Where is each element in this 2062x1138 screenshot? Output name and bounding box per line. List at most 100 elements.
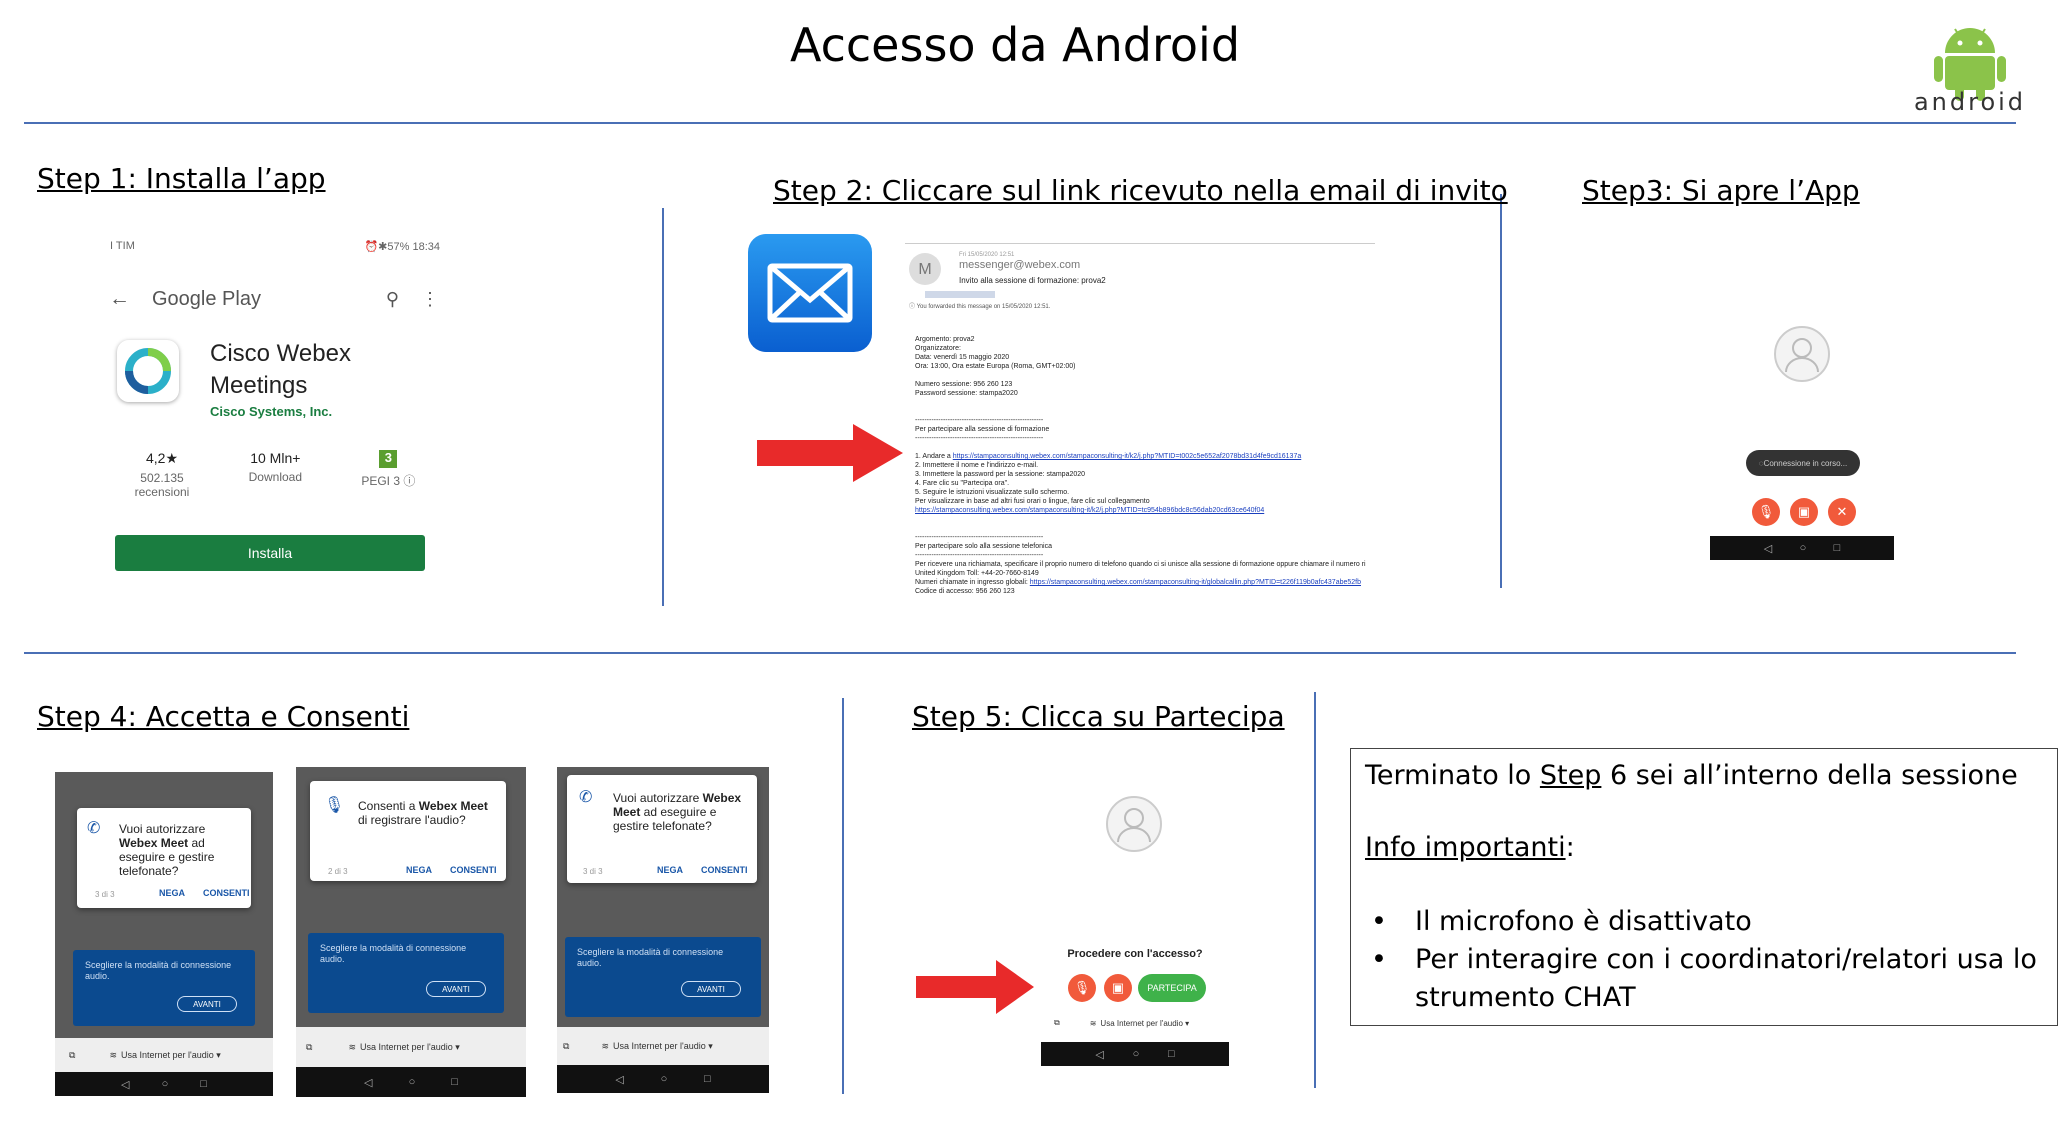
- app-name: Cisco Webex Meetings: [210, 340, 351, 399]
- more-vert-icon[interactable]: ⋮: [421, 288, 439, 309]
- next-button-2[interactable]: AVANTI: [426, 981, 486, 997]
- video-toggle-button[interactable]: ▣: [1790, 498, 1818, 526]
- email-line: Ora: 13:00, Ora estate Europa (Roma, GMT…: [915, 363, 1076, 370]
- info-bullets: Il microfono è disattivato Per interagir…: [1365, 903, 2043, 1017]
- permission-screen-2: 🎙 Consenti a Webex Meet di registrare l'…: [296, 767, 526, 1097]
- heading-text: Info importanti: [1365, 832, 1566, 863]
- search-icon[interactable]: ⚲: [385, 288, 399, 309]
- email-line: Per partecipare solo alla sessione telef…: [915, 543, 1052, 550]
- phone-icon: ✆: [579, 789, 593, 806]
- nav-home-icon[interactable]: ○: [161, 1078, 169, 1090]
- next-button-1[interactable]: AVANTI: [177, 996, 237, 1012]
- cast-icon: ⧉: [563, 1040, 570, 1051]
- mic-icon: 🎙: [324, 797, 345, 814]
- nav-back-icon[interactable]: ◁: [1763, 542, 1773, 555]
- email-toolbar-line: [905, 243, 1375, 244]
- email-line: [915, 596, 1375, 605]
- cast-icon: ⧉: [69, 1049, 76, 1060]
- pegi-badge: 3: [379, 450, 398, 468]
- nav-back-icon[interactable]: ◁: [615, 1073, 624, 1086]
- audio-option-2: Usa Internet per l'audio ▾: [359, 1041, 460, 1052]
- stat-downloads: 10 Mln+ Download: [249, 450, 302, 499]
- email-line: 3. Immettere la password per la sessione…: [915, 471, 1086, 478]
- email-line: Numeri chiamate in ingresso globali: htt…: [915, 579, 1361, 586]
- google-play-screen: I TIM ⏰✱57% 18:34 ← Google Play ⚲ ⋮ Cisc…: [105, 240, 445, 580]
- permission-dialog-1: ✆ Vuoi autorizzare Webex Meet ad eseguir…: [77, 808, 251, 908]
- step4-title: Step 4: Accetta e Consenti: [37, 700, 410, 733]
- permission-screen-3: ✆ Vuoi autorizzare Webex Meet ad eseguir…: [557, 767, 769, 1093]
- heading-colon: :: [1565, 832, 1575, 863]
- nav-recents-icon[interactable]: □: [451, 1076, 458, 1088]
- divider-step1-step2: [662, 208, 664, 606]
- android-navbar: ◁ ○ □: [1710, 536, 1894, 560]
- envelope-icon: [767, 263, 853, 323]
- nav-recents-icon[interactable]: □: [1167, 1048, 1175, 1060]
- audio-option-3: Usa Internet per l'audio ▾: [612, 1040, 713, 1051]
- wifi-icon: ≋: [348, 1041, 356, 1052]
- mute-mic-button[interactable]: 🎙: [1752, 498, 1780, 526]
- audio-option-1: Usa Internet per l'audio ▾: [120, 1049, 221, 1060]
- email-link[interactable]: https://stampaconsulting.webex.com/stamp…: [952, 453, 1302, 460]
- email-line: [915, 371, 1375, 380]
- nav-recents-icon[interactable]: □: [703, 1073, 711, 1085]
- deny-button-2[interactable]: NEGA: [406, 865, 433, 875]
- video-toggle-button[interactable]: ▣: [1104, 974, 1132, 1002]
- dialog-count-2: 2 di 3: [328, 867, 348, 876]
- next-button-3[interactable]: AVANTI: [681, 981, 741, 997]
- email-line: Data: venerdì 15 maggio 2020: [915, 354, 1010, 361]
- info-bullet: Il microfono è disattivato: [1365, 903, 2043, 941]
- allow-button-2[interactable]: CONSENTI: [450, 865, 497, 875]
- email-line: 1. Andare a https://stampaconsulting.web…: [915, 453, 1302, 460]
- email-line: [915, 515, 1375, 524]
- audio-option: Usa Internet per l'audio ▾: [1100, 1018, 1190, 1028]
- dialog-buttons-1: NEGA CONSENTI: [159, 888, 250, 898]
- audio-prompt-text-3: Scegliere la modalità di connessione aud…: [577, 947, 724, 968]
- red-arrow-step5: [916, 960, 1034, 1014]
- android-wordmark: android: [1913, 88, 2027, 116]
- email-line: Per partecipare alla sessione di formazi…: [915, 426, 1050, 433]
- nav-home-icon[interactable]: ○: [1132, 1048, 1140, 1060]
- hangup-button[interactable]: ✕: [1828, 498, 1856, 526]
- email-link[interactable]: https://stampaconsulting.webex.com/stamp…: [915, 507, 1265, 514]
- nav-recents-icon[interactable]: □: [1833, 542, 1841, 554]
- allow-button-3[interactable]: CONSENTI: [701, 865, 748, 875]
- email-line: 4. Fare clic su "Partecipa ora".: [915, 480, 1010, 487]
- stat-pegi: 3 PEGI 3 ⓘ: [361, 450, 415, 499]
- email-line: Organizzatore:: [915, 345, 961, 352]
- forward-note-text: You forwarded this message on 15/05/2020…: [916, 304, 1051, 310]
- email-line: [915, 407, 1375, 416]
- install-button[interactable]: Installa: [115, 535, 425, 571]
- back-arrow-icon[interactable]: ←: [109, 287, 130, 310]
- nav-home-icon[interactable]: ○: [660, 1073, 668, 1085]
- info-headline: Terminato lo Step 6 sei all’interno dell…: [1365, 757, 2043, 795]
- mute-mic-button[interactable]: 🎙: [1068, 974, 1096, 1002]
- info-bullet: Per interagire con i coordinatori/relato…: [1365, 941, 2043, 1017]
- nav-back-icon[interactable]: ◁: [364, 1076, 373, 1089]
- nav-home-icon[interactable]: ○: [408, 1076, 416, 1088]
- reviews-label: recensioni: [134, 485, 190, 499]
- email-line: Password sessione: stampa2020: [915, 390, 1018, 397]
- nav-home-icon[interactable]: ○: [1799, 542, 1807, 554]
- rating-value: 4,2★: [145, 450, 178, 466]
- email-link[interactable]: https://stampaconsulting.webex.com/stamp…: [1029, 579, 1361, 586]
- downloads-value: 10 Mln+: [250, 450, 301, 466]
- nav-back-icon[interactable]: ◁: [1095, 1048, 1104, 1061]
- app-developer[interactable]: Cisco Systems, Inc.: [210, 404, 333, 419]
- join-button[interactable]: PARTECIPA: [1138, 974, 1206, 1002]
- email-line: [915, 398, 1375, 407]
- app-stats: 4,2★ 502.135 recensioni 10 Mln+ Download…: [105, 450, 445, 499]
- audio-option-bar-2[interactable]: ⧉ ≋ Usa Internet per l'audio ▾: [296, 1027, 526, 1067]
- nav-back-icon[interactable]: ◁: [121, 1078, 130, 1091]
- deny-button-1[interactable]: NEGA: [159, 888, 186, 898]
- email-line: ----------------------------------------…: [915, 605, 1375, 608]
- email-line: ----------------------------------------…: [915, 552, 1044, 559]
- audio-option-bar-1[interactable]: ⧉ ≋ Usa Internet per l'audio ▾: [55, 1038, 273, 1072]
- stat-rating: 4,2★ 502.135 recensioni: [135, 450, 190, 499]
- audio-option-bar[interactable]: ⧉ ≋ Usa Internet per l'audio ▾: [1054, 1018, 1224, 1028]
- deny-button-3[interactable]: NEGA: [657, 865, 684, 875]
- allow-button-1[interactable]: CONSENTI: [203, 888, 250, 898]
- audio-option-bar-3[interactable]: ⧉ ≋ Usa Internet per l'audio ▾: [557, 1027, 769, 1065]
- nav-recents-icon[interactable]: □: [200, 1078, 207, 1090]
- dialog-buttons-2: NEGA CONSENTI: [406, 865, 497, 875]
- status-carrier: I TIM: [110, 240, 135, 252]
